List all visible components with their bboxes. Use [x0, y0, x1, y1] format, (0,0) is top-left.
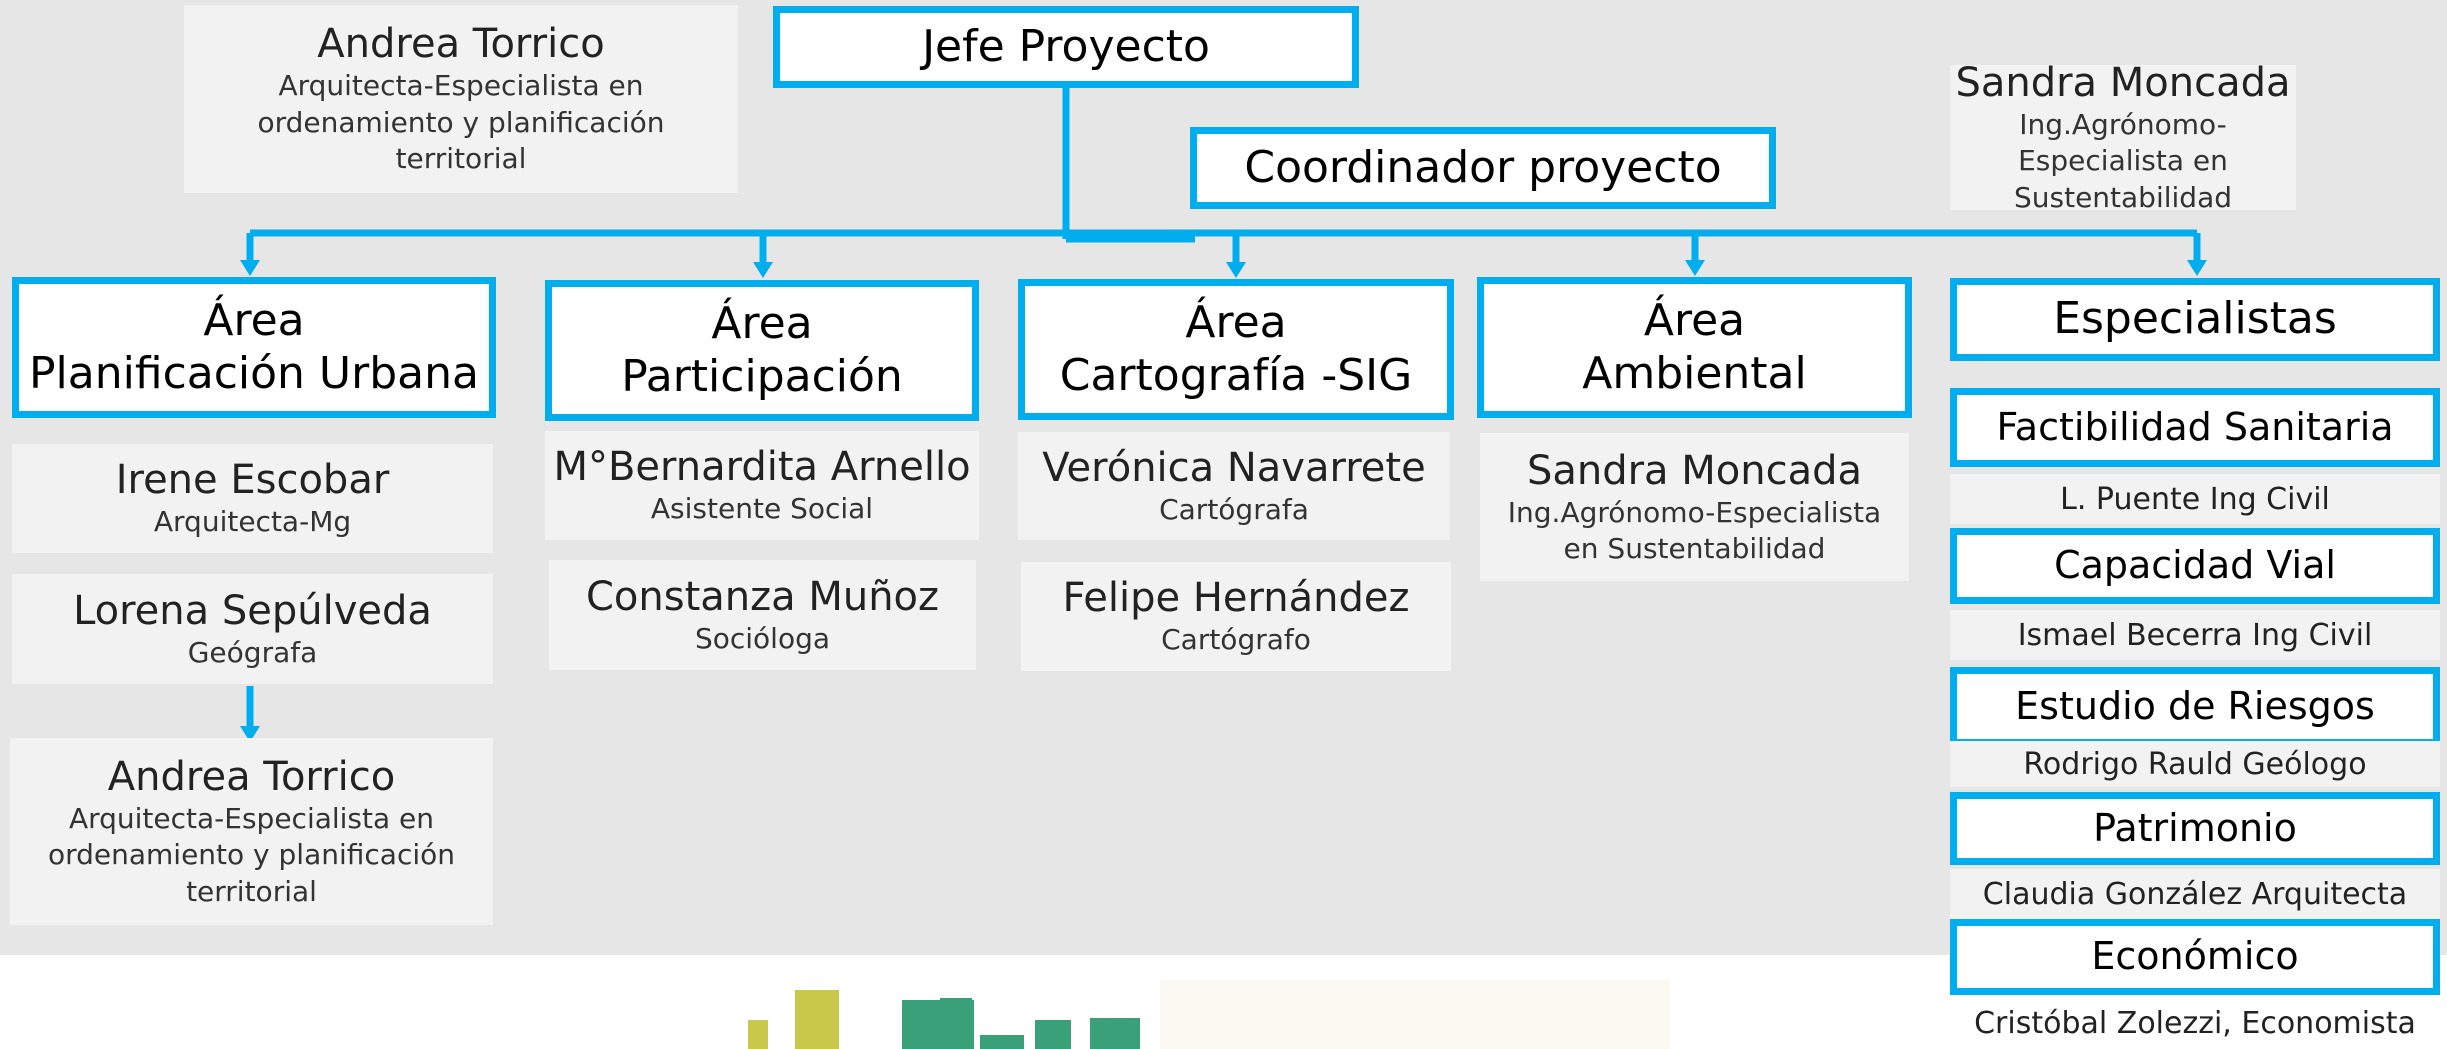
area-title: Participación: [621, 350, 903, 402]
advisor-name: Andrea Torrico: [317, 21, 605, 68]
especialidad-box: Estudio de Riesgos: [1950, 667, 2440, 746]
especialidad-box: Capacidad Vial: [1950, 528, 2440, 604]
area-label: Área: [203, 294, 305, 346]
coordinador-proyecto-label: Coordinador proyecto: [1244, 141, 1722, 193]
member-role: Geógrafa: [187, 635, 318, 669]
member-name: Irene Escobar: [115, 457, 390, 504]
member-card: Felipe Hernández Cartógrafo: [1021, 562, 1451, 671]
area-title: Ambiental: [1582, 347, 1807, 399]
member-role: Arquitecta-Mg: [153, 505, 352, 539]
member-card: Irene Escobar Arquitecta-Mg: [12, 444, 493, 553]
member-role: Cartógrafa: [1159, 492, 1309, 526]
member-role: Arquitecta-Especialista en ordenamiento …: [47, 801, 456, 908]
especialistas-title: Especialistas: [2053, 293, 2337, 345]
member-card: Constanza Muñoz Socióloga: [549, 560, 976, 670]
member-name: M°Bernardita Arnello: [553, 444, 971, 491]
especialista-person: Claudia González Arquitecta: [1950, 869, 2440, 919]
coordinador-proyecto-box: Coordinador proyecto: [1190, 127, 1776, 209]
especialidad-box: Económico: [1950, 919, 2440, 995]
member-role: Asistente Social: [650, 492, 874, 526]
area-label: Área: [711, 297, 813, 349]
especialidad-box: Patrimonio: [1950, 792, 2440, 865]
jefe-proyecto-box: Jefe Proyecto: [773, 6, 1359, 88]
advisor-right-card: Sandra Moncada Ing.Agrónomo-Especialista…: [1950, 60, 2296, 214]
especialista-person: Rodrigo Rauld Geólogo: [1950, 741, 2440, 787]
especialista-person: Cristóbal Zolezzi, Economista: [1950, 998, 2440, 1048]
especialistas-header: Especialistas: [1950, 278, 2440, 361]
member-card: Verónica Navarrete Cartógrafa: [1018, 432, 1450, 540]
area-title: Planificación Urbana: [29, 347, 479, 399]
area-title: Cartografía -SIG: [1059, 349, 1413, 401]
member-name: Constanza Muñoz: [585, 573, 940, 620]
advisor-role: Arquitecta-Especialista en ordenamiento …: [257, 69, 665, 176]
member-card: M°Bernardita Arnello Asistente Social: [545, 431, 979, 540]
member-name: Lorena Sepúlveda: [73, 587, 432, 634]
jefe-proyecto-label: Jefe Proyecto: [922, 20, 1210, 72]
area-cartografia-header: Área Cartografía -SIG: [1018, 279, 1454, 420]
member-name: Verónica Navarrete: [1042, 444, 1426, 491]
advisor-left-card: Andrea Torrico Arquitecta-Especialista e…: [184, 5, 738, 193]
area-label: Área: [1185, 296, 1287, 348]
especialista-person: L. Puente Ing Civil: [1950, 474, 2440, 524]
especialidad-label: Capacidad Vial: [2054, 543, 2336, 588]
especialidad-label: Económico: [2091, 934, 2299, 979]
area-urbana-header: Área Planificación Urbana: [12, 277, 496, 418]
member-name: Felipe Hernández: [1062, 575, 1410, 622]
member-card: Sandra Moncada Ing.Agrónomo-Especialista…: [1480, 433, 1909, 581]
area-ambiental-header: Área Ambiental: [1477, 277, 1912, 418]
advisor-role: Ing.Agrónomo-Especialista en Sustentabil…: [2013, 107, 2232, 214]
member-role: Socióloga: [694, 621, 831, 655]
member-role: Ing.Agrónomo-Especialista en Sustentabil…: [1507, 495, 1882, 565]
member-name: Sandra Moncada: [1526, 447, 1863, 494]
member-name: Andrea Torrico: [107, 753, 396, 800]
especialista-person: Ismael Becerra Ing Civil: [1950, 610, 2440, 660]
member-role: Cartógrafo: [1161, 623, 1311, 657]
advisor-name: Sandra Moncada: [1955, 59, 2291, 106]
area-participacion-header: Área Participación: [545, 280, 979, 421]
member-card: Andrea Torrico Arquitecta-Especialista e…: [10, 738, 493, 925]
especialidad-label: Estudio de Riesgos: [2015, 683, 2375, 728]
area-label: Área: [1643, 294, 1746, 346]
especialidad-label: Factibilidad Sanitaria: [1996, 404, 2394, 449]
member-card: Lorena Sepúlveda Geógrafa: [12, 574, 493, 684]
especialidad-box: Factibilidad Sanitaria: [1950, 388, 2440, 467]
especialidad-label: Patrimonio: [2093, 805, 2297, 850]
